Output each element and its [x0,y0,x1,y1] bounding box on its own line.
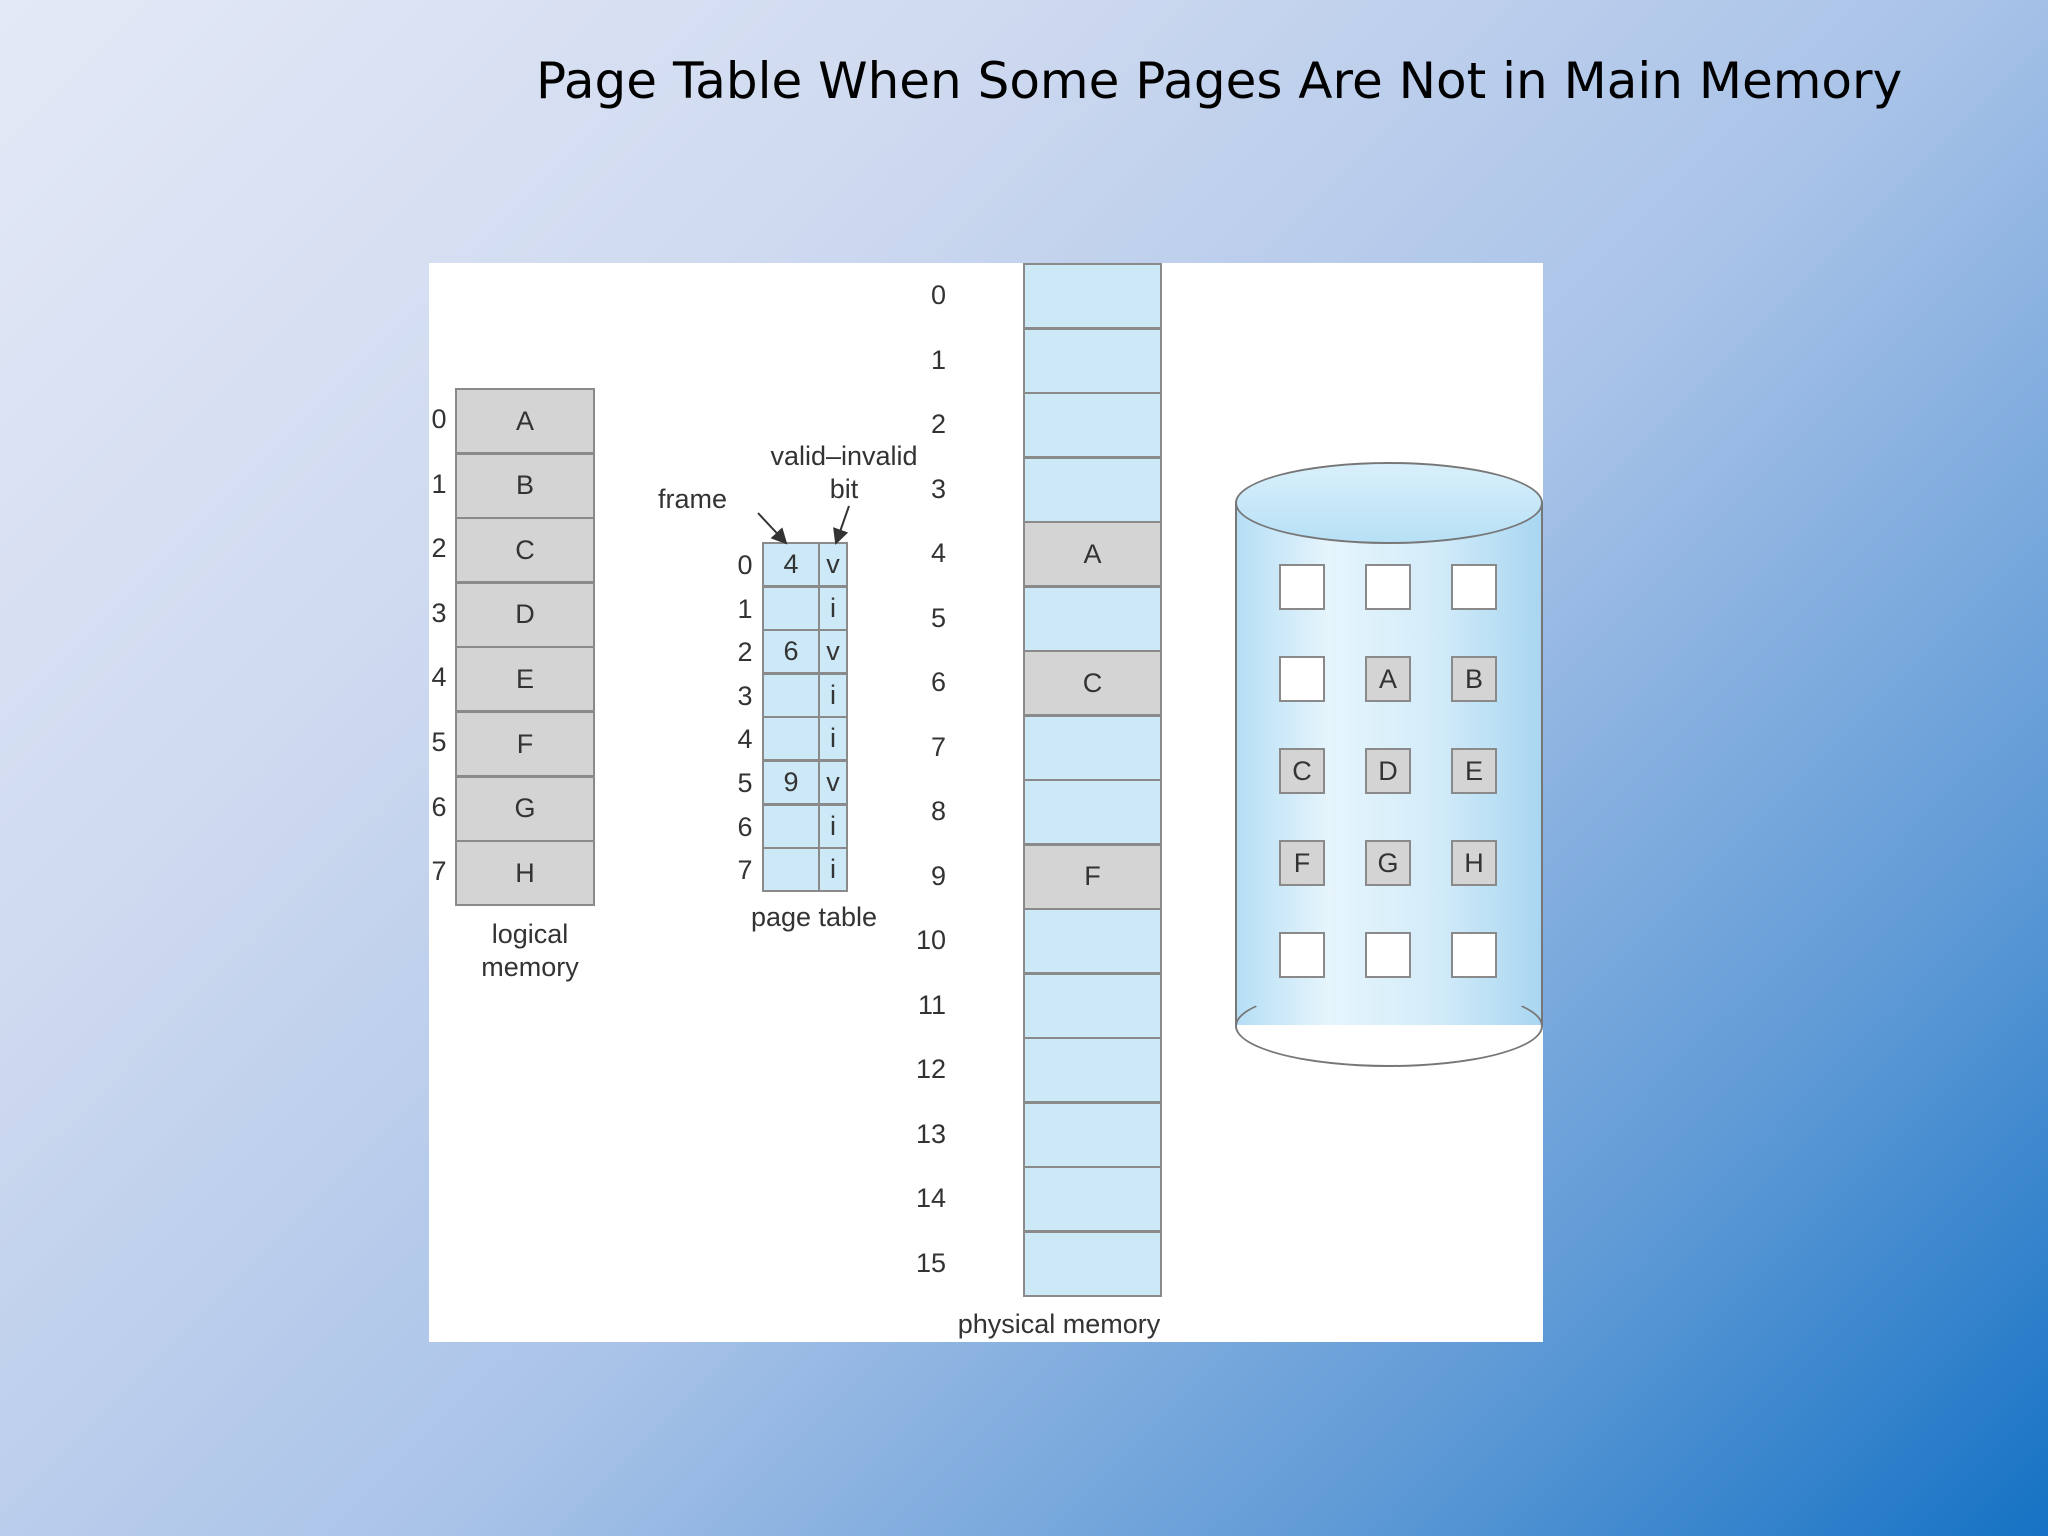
page-table-index: 6 [737,811,753,842]
logical-page-f: F [455,711,595,777]
page-table-bit-cell: v [818,542,848,587]
valid-invalid-label-line1: valid–invalid [770,441,918,471]
disk-block-e: E [1451,748,1497,794]
page-table-index: 0 [737,550,753,580]
physical-frame-number: 15 [915,1247,946,1278]
disk-block-empty [1279,564,1325,610]
page-table-bit-cell: v [818,760,848,805]
disk-block-d: D [1365,748,1411,794]
page-table-index: 1 [737,593,753,624]
physical-frame-number: 8 [930,796,946,826]
logical-page-b: B [455,452,595,519]
physical-frame-empty [1023,327,1162,394]
physical-frame-empty [1023,1037,1162,1103]
physical-frame-empty [1023,1166,1162,1232]
physical-frame-number: 2 [930,409,946,439]
page-table-bit-cell: i [818,847,848,893]
logical-memory-caption-line2: memory [481,952,579,982]
disk-block-h: H [1451,840,1497,886]
page-table-frame-cell [762,847,820,893]
physical-frame-empty [1023,392,1162,458]
logical-page-d: D [455,581,595,648]
physical-frame-number: 13 [915,1118,946,1149]
logical-page-g: G [455,775,595,842]
logical-page-number: 7 [431,856,447,887]
frame-arrow [757,512,788,545]
physical-frame-number: 11 [917,989,946,1020]
physical-frame-number: 6 [930,667,946,697]
physical-frame-empty [1023,1101,1162,1168]
logical-page-number: 2 [431,533,447,564]
disk-bottom-edge [1235,985,1543,1067]
logical-page-number: 0 [431,404,447,434]
physical-frame-number: 12 [915,1054,946,1084]
physical-frame-f: F [1023,843,1162,910]
logical-page-number: 3 [431,597,447,628]
page-table-index: 4 [737,724,753,755]
page-table-caption: page table [750,902,878,932]
physical-frame-number: 7 [930,731,946,762]
pointer-arrows [757,505,850,545]
logical-page-number: 1 [431,468,447,499]
slide-title: Page Table When Some Pages Are Not in Ma… [536,52,1903,110]
physical-frame-number: 9 [930,860,946,891]
logical-page-number: 5 [431,727,447,757]
logical-memory-caption-line1: logical [491,919,569,949]
valid-invalid-arrow [833,505,850,545]
physical-frame-number: 10 [915,925,946,955]
page-table-index: 5 [737,768,753,798]
physical-frame-number: 5 [930,602,946,633]
physical-frame-empty [1023,263,1162,329]
physical-frame-c: C [1023,650,1162,716]
disk-block-c: C [1279,748,1325,794]
disk-block-f: F [1279,840,1325,886]
page-table-index: 7 [737,855,753,886]
logical-page-number: 4 [431,662,447,693]
disk-block-empty [1365,564,1411,610]
physical-frame-empty [1023,1230,1162,1297]
page-table-index: 2 [737,637,753,668]
physical-frame-number: 4 [930,538,946,568]
physical-frame-empty [1023,908,1162,974]
physical-frame-empty [1023,972,1162,1039]
page-table-index: 3 [737,680,753,711]
logical-page-e: E [455,646,595,713]
page-table-frame-cell: 9 [762,760,820,805]
physical-frame-empty [1023,585,1162,652]
valid-invalid-label-line2: bit [829,474,859,504]
page-table-bit-cell: i [818,803,848,849]
disk-block-empty [1279,656,1325,702]
disk-top [1235,462,1543,544]
physical-frame-number: 1 [930,344,946,375]
physical-frame-empty [1023,779,1162,845]
physical-frame-empty [1023,714,1162,781]
physical-memory-caption: physical memory [957,1309,1161,1339]
logical-page-h: H [455,840,595,907]
physical-frame-number: 14 [915,1183,946,1213]
physical-frame-number: 0 [930,280,946,310]
disk-block-empty [1451,932,1497,978]
disk-block-empty [1451,564,1497,610]
physical-frame-number: 3 [930,473,946,504]
logical-page-number: 6 [431,791,447,822]
page-table-frame-cell: 6 [762,629,820,675]
frame-label: frame [658,484,728,514]
physical-frame-empty [1023,456,1162,523]
disk-block-empty [1279,932,1325,978]
disk-block-empty [1365,932,1411,978]
disk-block-a: A [1365,656,1411,702]
disk-block-b: B [1451,656,1497,702]
logical-page-c: C [455,517,595,584]
physical-frame-a: A [1023,521,1162,587]
disk-block-g: G [1365,840,1411,886]
